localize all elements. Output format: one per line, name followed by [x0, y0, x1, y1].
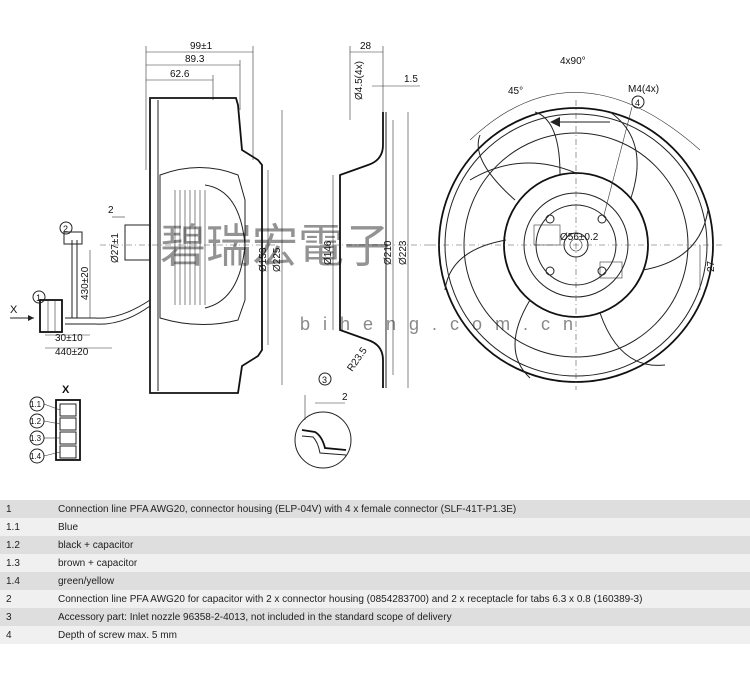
- dia-210: Ø210: [383, 240, 394, 265]
- callout-4: 4: [635, 98, 640, 108]
- watermark-url: biheng.com.cn: [300, 314, 586, 334]
- dim-4-5: Ø4.5(4x): [354, 61, 365, 100]
- dim-99: 99±1: [190, 41, 213, 52]
- legend-row: 1 Connection line PFA AWG20, connector ho…: [0, 500, 750, 518]
- view-x-arrow-label: X: [10, 304, 18, 316]
- callout-1: 1: [36, 293, 41, 303]
- thread-m4: M4(4x): [628, 84, 659, 95]
- radius-23-5: R23.5: [345, 345, 370, 374]
- pin-1-4: 1.4: [30, 452, 42, 461]
- legend-row: 3 Accessory part: Inlet nozzle 96358-2-40…: [0, 608, 750, 626]
- dia-27: Ø27±1: [110, 233, 121, 263]
- dim-28: 28: [360, 41, 372, 52]
- legend-description: brown + capacitor: [58, 558, 138, 569]
- legend-row: 1.2 black + capacitor: [0, 536, 750, 554]
- angle-45: 45°: [508, 86, 523, 97]
- legend-table: 1 Connection line PFA AWG20, connector ho…: [0, 500, 750, 644]
- callout-2: 2: [63, 224, 68, 234]
- legend-number: 1.2: [6, 540, 20, 551]
- section-view: 28 Ø4.5(4x) 1.5 Ø146 Ø210 Ø223 R23.5 2 3: [294, 41, 430, 469]
- connector-view-label: X: [62, 384, 70, 396]
- legend-number: 1.3: [6, 558, 20, 569]
- dia-223: Ø223: [398, 240, 409, 265]
- dim-89-3: 89.3: [185, 54, 205, 65]
- dim-1-5: 1.5: [404, 74, 418, 85]
- callout-3: 3: [322, 375, 327, 385]
- dim-27-front: 27: [706, 260, 717, 272]
- side-view: 99±1 89.3 62.6 2 Ø27±1 Ø153 Ø225: [10, 41, 283, 394]
- legend-description: black + capacitor: [58, 540, 134, 551]
- connector-view: X 1.1 1.2 1.3 1.4: [29, 384, 81, 464]
- watermark-cn: 碧瑞宏電子: [160, 220, 390, 272]
- legend-row: 1.1 Blue: [0, 518, 750, 536]
- legend-number: 1.4: [6, 576, 20, 587]
- legend-number: 4: [6, 630, 12, 641]
- legend-row: 1.3 brown + capacitor: [0, 554, 750, 572]
- legend-description: Accessory part: Inlet nozzle 96358-2-401…: [58, 612, 452, 623]
- legend-description: Blue: [58, 522, 79, 533]
- dia-56: Ø56±0.2: [560, 232, 599, 243]
- cable-dim-30: 30±10: [55, 333, 83, 344]
- dim-2-detail: 2: [342, 392, 348, 403]
- legend-number: 1.1: [6, 522, 20, 533]
- legend-description: Connection line PFA AWG20 for capacitor …: [58, 594, 643, 605]
- dia-153: Ø153: [258, 247, 269, 272]
- pin-1-2: 1.2: [30, 417, 42, 426]
- cable-dim-440: 440±20: [55, 347, 89, 358]
- pin-1-3: 1.3: [30, 434, 42, 443]
- dim-62-6: 62.6: [170, 69, 190, 80]
- legend-description: Depth of screw max. 5 mm: [58, 630, 177, 641]
- legend-number: 3: [6, 612, 12, 623]
- dia-225: Ø225: [272, 247, 283, 272]
- cable-dim-430: 430±20: [80, 266, 91, 300]
- technical-drawing: 99±1 89.3 62.6 2 Ø27±1 Ø153 Ø225: [10, 41, 725, 469]
- legend-number: 1: [6, 504, 12, 515]
- front-view: 4x90° 45° M4(4x) 4 Ø56±0.2 27: [430, 56, 725, 390]
- dia-146: Ø146: [323, 240, 334, 265]
- legend-row: 4 Depth of screw max. 5 mm: [0, 626, 750, 644]
- legend-description: Connection line PFA AWG20, connector hou…: [58, 504, 517, 515]
- pin-1-1: 1.1: [30, 400, 42, 409]
- legend-description: green/yellow: [58, 576, 115, 587]
- legend-row: 1.4 green/yellow: [0, 572, 750, 590]
- dim-2-side: 2: [108, 205, 114, 216]
- angle-4x90: 4x90°: [560, 56, 586, 67]
- legend-number: 2: [6, 594, 12, 605]
- legend-row: 2 Connection line PFA AWG20 for capacitor…: [0, 590, 750, 608]
